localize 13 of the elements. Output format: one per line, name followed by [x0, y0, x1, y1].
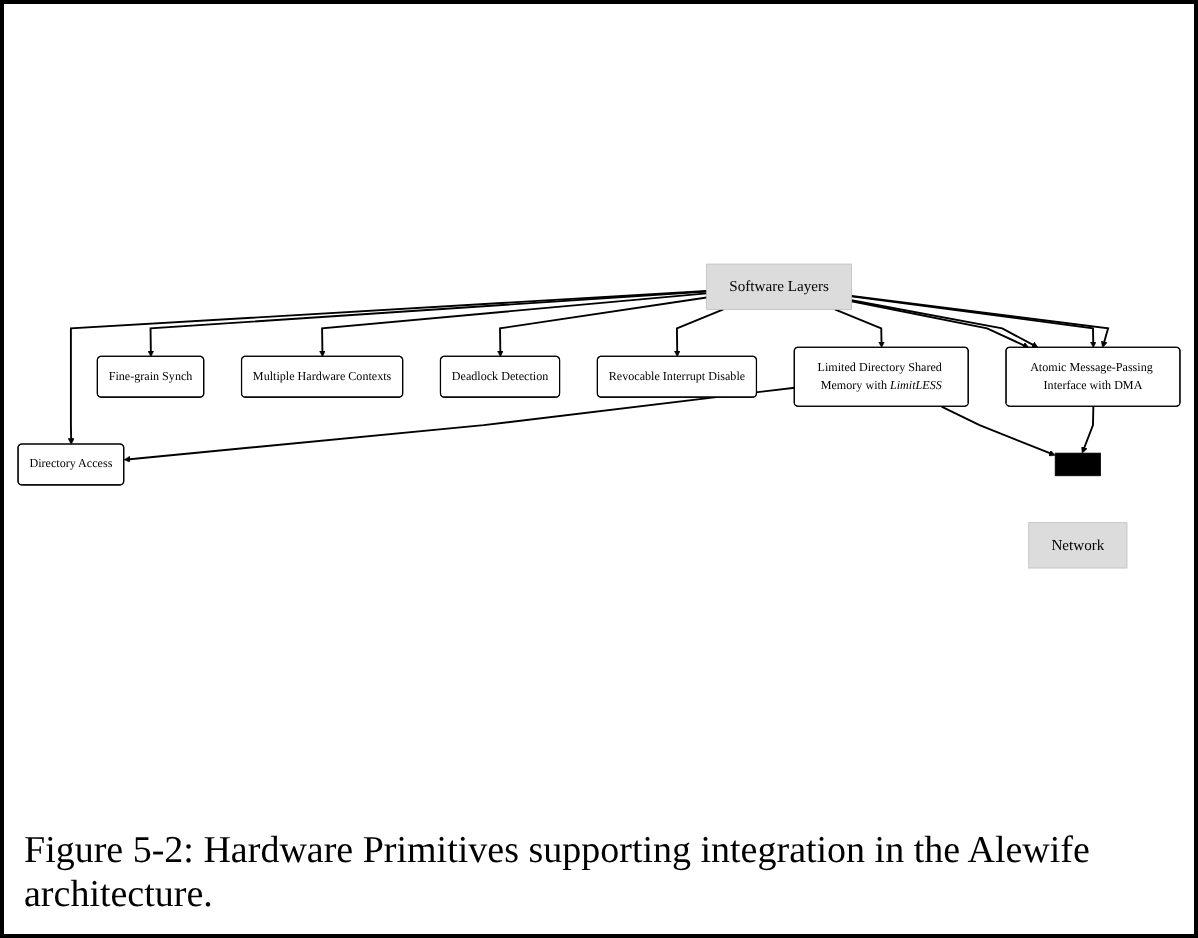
arrow — [940, 406, 1056, 458]
arrow — [67, 291, 708, 446]
arrow — [1081, 406, 1095, 455]
figure-caption: Figure 5-2: Hardware Primitives supporting integration in the Alewife architecture. — [24, 830, 1092, 918]
arrow — [673, 309, 725, 358]
arrow — [123, 387, 796, 464]
arrow — [497, 297, 708, 358]
arrow — [319, 293, 708, 358]
arrow — [833, 309, 885, 349]
node-box — [1028, 523, 1128, 570]
arrow — [147, 291, 708, 358]
node-box — [706, 264, 852, 311]
node-bar — [1054, 453, 1101, 478]
